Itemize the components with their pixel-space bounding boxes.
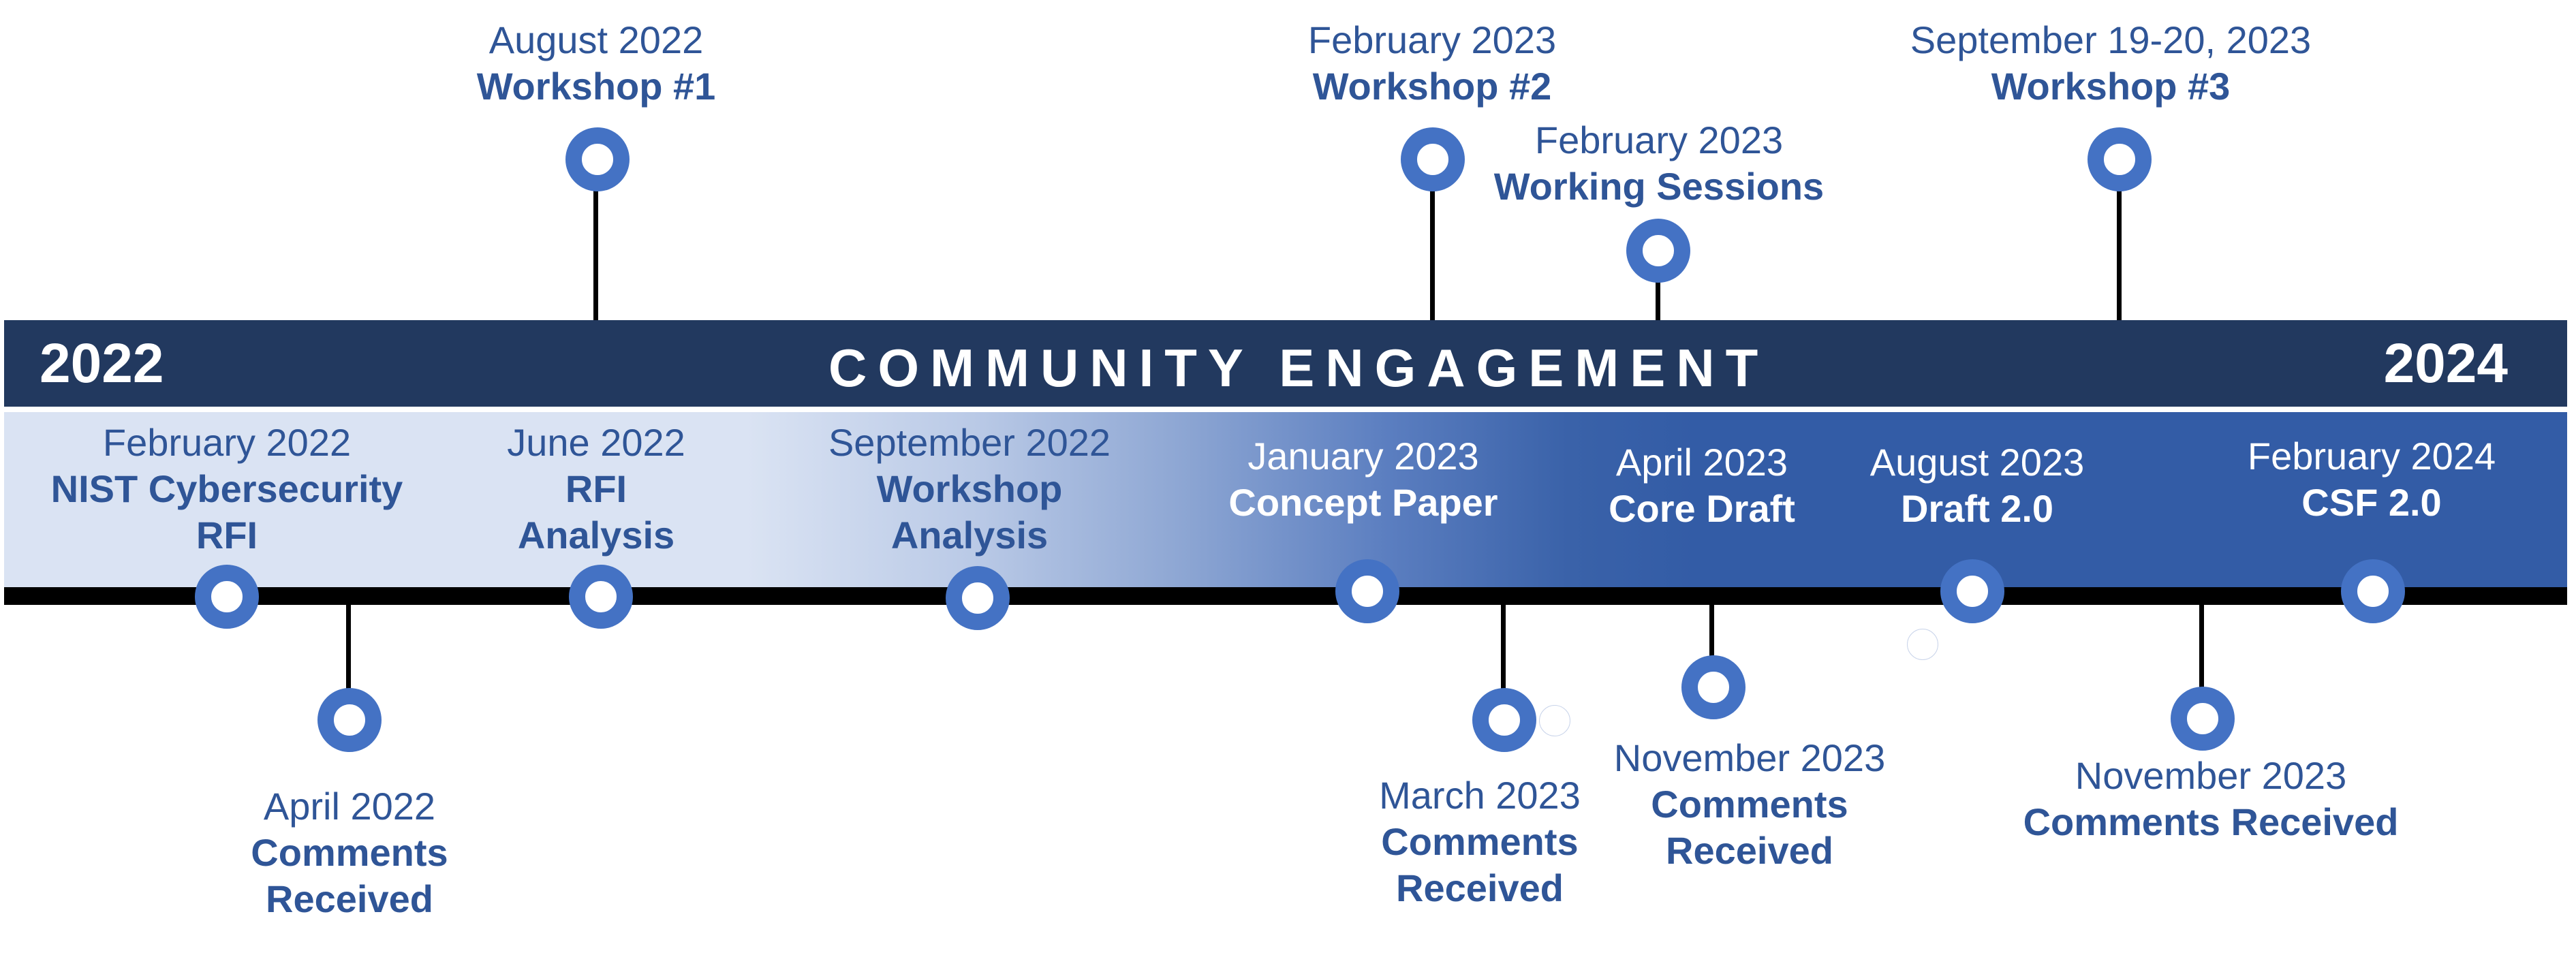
milestone-event: Received: [1396, 866, 1564, 909]
milestone-node-icon: [195, 565, 259, 629]
milestone-node-icon: [946, 566, 1010, 630]
milestone-node-icon: [2088, 127, 2152, 191]
end-year: 2024: [2383, 332, 2508, 394]
milestone-date: April 2023: [1615, 441, 1788, 484]
header-band: [4, 320, 2567, 407]
milestone-node-icon: [565, 127, 630, 191]
milestone-label: August 2023 Draft 2.0: [1739, 439, 2216, 532]
connector-stem: [1656, 276, 1660, 320]
milestone-event: NIST Cybersecurity: [50, 467, 403, 510]
connector-stem: [2117, 184, 2122, 320]
connector-stem: [1430, 184, 1435, 320]
milestone-event: Workshop #3: [1991, 65, 2231, 108]
milestone-date: June 2022: [507, 421, 685, 464]
connector-stem: [593, 184, 598, 320]
milestone-label: June 2022 RFI Analysis: [358, 420, 835, 559]
milestone-label: September 19-20, 2023 Workshop #3: [1872, 17, 2349, 110]
milestone-date: August 2023: [1869, 441, 2085, 484]
milestone-event: Received: [266, 877, 433, 920]
milestone-date: January 2023: [1247, 435, 1479, 478]
milestone-event: RFI: [196, 514, 258, 557]
milestone-date: August 2022: [488, 18, 704, 61]
milestone-event: Received: [1666, 829, 1833, 872]
milestone-label: February 2024 CSF 2.0: [2133, 433, 2576, 526]
milestone-date: April 2022: [263, 785, 436, 828]
milestone-node-icon: [1626, 219, 1690, 283]
milestone-label: February 2022 NIST Cybersecurity RFI: [0, 420, 465, 559]
milestone-date: February 2023: [1307, 18, 1557, 61]
milestone-date: September 2022: [828, 421, 1111, 464]
milestone-band-gradient: [4, 412, 2567, 587]
milestone-event: Comments: [251, 831, 448, 874]
milestone-label: February 2023 Working Sessions: [1421, 117, 1897, 210]
milestone-event: Concept Paper: [1228, 481, 1498, 524]
connector-stem: [346, 605, 351, 693]
milestone-node-icon: [2171, 687, 2235, 751]
milestone-event: Draft 2.0: [1900, 487, 2054, 530]
milestone-node-icon: [569, 565, 633, 629]
milestone-node-icon: [2341, 559, 2405, 623]
milestone-event: Workshop #1: [476, 65, 716, 108]
milestone-event: Comments: [1651, 783, 1848, 826]
milestone-label: November 2023 Comments Received: [1511, 735, 1988, 874]
milestone-date: November 2023: [1613, 736, 1886, 779]
milestone-label: November 2023 Comments Received: [1972, 753, 2449, 845]
milestone-label: September 2022 Workshop Analysis: [731, 420, 1208, 559]
milestone-node-icon: [1940, 559, 2004, 623]
milestone-event: Comments: [1381, 820, 1579, 863]
milestone-node-icon: [317, 688, 382, 752]
milestone-date: November 2023: [2075, 754, 2347, 797]
milestone-node-icon: [1681, 655, 1745, 719]
milestone-date: February 2022: [102, 421, 352, 464]
milestone-date: March 2023: [1379, 774, 1581, 817]
milestone-event: Workshop #2: [1312, 65, 1552, 108]
milestone-event: Core Draft: [1609, 487, 1795, 530]
milestone-event: Workshop: [876, 467, 1063, 510]
milestone-event: Analysis: [890, 514, 1049, 557]
connector-stem: [1709, 605, 1714, 663]
start-year: 2022: [40, 332, 164, 394]
milestone-node-icon: [1335, 559, 1399, 623]
connector-stem: [2199, 605, 2204, 693]
connector-stem: [1501, 605, 1506, 693]
band-separator: [4, 407, 2567, 412]
milestone-date: February 2023: [1534, 119, 1784, 161]
milestone-date: February 2024: [2247, 435, 2496, 478]
milestone-label: August 2022 Workshop #1: [358, 17, 835, 110]
milestone-event: Analysis: [517, 514, 675, 557]
milestone-label: April 2023 Core Draft: [1463, 439, 1940, 532]
milestone-event: CSF 2.0: [2301, 481, 2442, 524]
milestone-label: January 2023 Concept Paper: [1125, 433, 1602, 526]
timeline-axis: [4, 587, 2567, 605]
milestone-event: Working Sessions: [1493, 165, 1825, 208]
milestone-label: March 2023 Comments Received: [1241, 772, 1718, 911]
ghost-circle-icon: [1907, 629, 1938, 660]
ghost-circle-icon: [1539, 705, 1570, 736]
milestone-date: September 19-20, 2023: [1910, 18, 2312, 61]
milestone-event: Comments Received: [2023, 800, 2399, 843]
milestone-label: April 2022 Comments Received: [111, 783, 588, 922]
milestone-label: February 2023 Workshop #2: [1194, 17, 1671, 110]
milestone-event: RFI: [565, 467, 627, 510]
timeline-title: COMMUNITY ENGAGEMENT: [828, 338, 1769, 398]
